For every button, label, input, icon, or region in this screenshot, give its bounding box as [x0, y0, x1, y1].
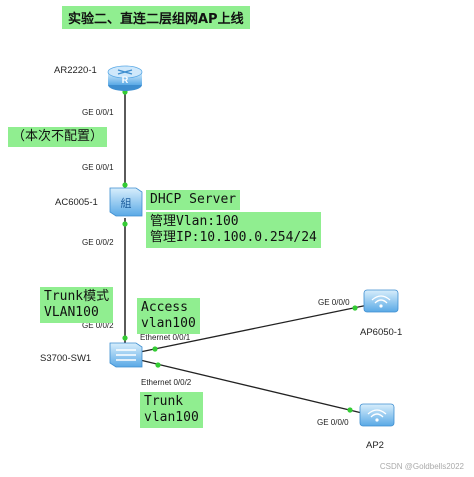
- ac-icon[interactable]: 組: [109, 187, 143, 217]
- port-dot-ap1: [352, 305, 358, 311]
- switch-label: S3700-SW1: [40, 353, 92, 364]
- ap2-port-label: GE 0/0/0: [317, 418, 349, 427]
- note-access-vlan: Access vlan100: [137, 298, 200, 334]
- port-dot-ac-down: [122, 221, 128, 227]
- note-dhcp-server: DHCP Server: [146, 190, 241, 210]
- note-trunk-mode: Trunk模式 VLAN100: [40, 287, 114, 323]
- note-trunk-vlan: Trunk vlan100: [140, 392, 203, 428]
- ap1-icon[interactable]: [363, 289, 399, 313]
- note-management: 管理Vlan:100 管理IP:10.100.0.254/24: [146, 212, 321, 248]
- port-dot-ap2: [347, 407, 353, 413]
- svg-text:R: R: [122, 75, 129, 85]
- sw-up-port-label: GE 0/0/2: [82, 321, 114, 330]
- ac-down-port-label: GE 0/0/2: [82, 238, 114, 247]
- note-not-configured: （本次不配置）: [8, 127, 108, 147]
- diagram-title: 实验二、直连二层组网AP上线: [62, 6, 250, 29]
- sw-e1-port-label: Ethernet 0/0/1: [140, 333, 191, 342]
- router-icon[interactable]: R: [107, 65, 143, 91]
- link-switch-ap1: [139, 304, 369, 353]
- ap2-label: AP2: [366, 440, 384, 451]
- port-dot-sw-e2: [155, 362, 161, 368]
- sw-e2-port-label: Ethernet 0/0/2: [141, 378, 192, 387]
- ap1-label: AP6050-1: [360, 327, 403, 338]
- ac-up-port-label: GE 0/0/1: [82, 163, 114, 172]
- ac-label: AC6005-1: [55, 197, 98, 208]
- router-port-label: GE 0/0/1: [82, 108, 114, 117]
- link-switch-ap2: [139, 359, 363, 414]
- port-dot-ac-up: [122, 182, 128, 188]
- router-label: AR2220-1: [54, 65, 97, 76]
- ap1-port-label: GE 0/0/0: [318, 298, 350, 307]
- port-dot-sw-e1: [152, 346, 158, 352]
- watermark: CSDN @Goldbells2022: [379, 462, 464, 471]
- port-dot-sw-up: [122, 335, 128, 341]
- ap2-icon[interactable]: [359, 403, 395, 427]
- svg-text:組: 組: [121, 197, 132, 210]
- switch-icon[interactable]: [109, 342, 143, 368]
